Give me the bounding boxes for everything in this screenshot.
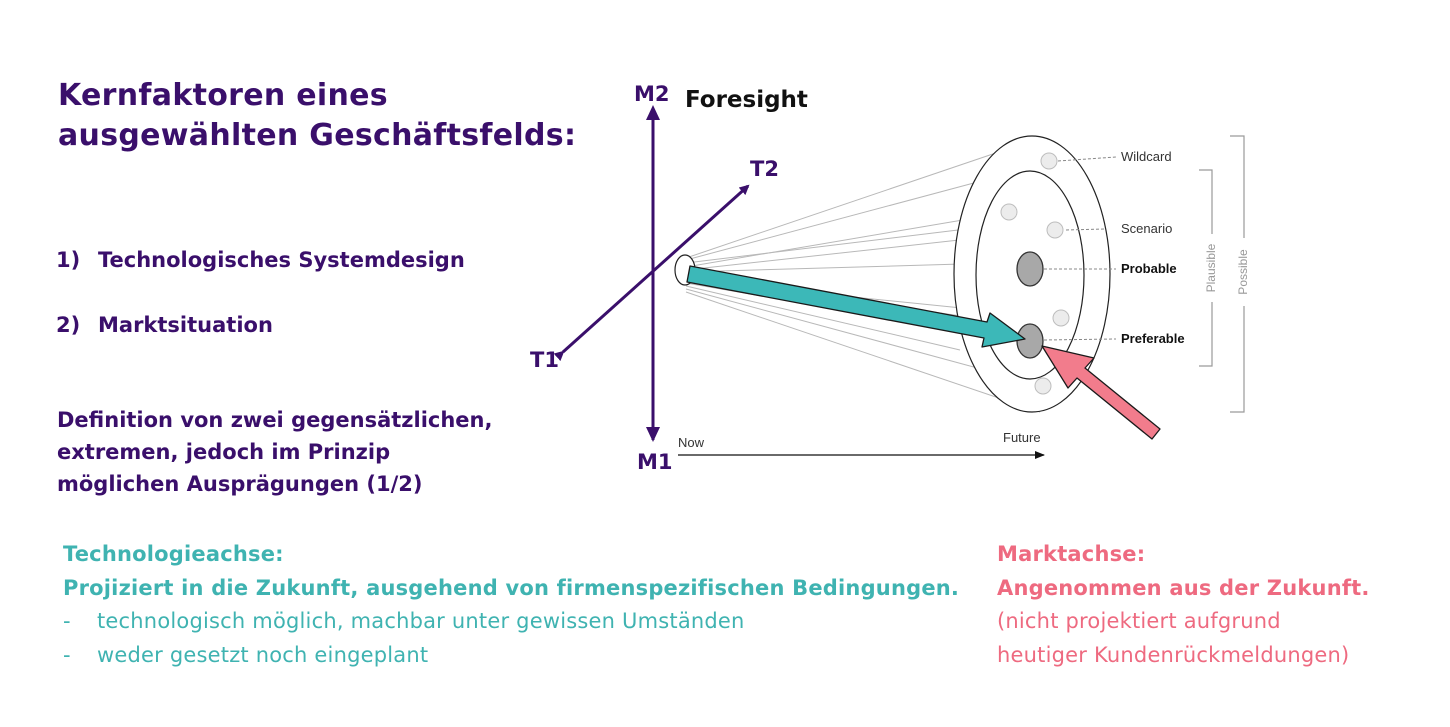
preferable-label: Preferable xyxy=(1121,331,1185,346)
technology-heading: Technologieachse: xyxy=(63,542,284,566)
list-item-label: Marktsituation xyxy=(98,313,273,337)
definition-line-2: extremen, jedoch im Prinzip xyxy=(57,440,391,464)
page-title: Kernfaktoren eines ausgewählten Geschäft… xyxy=(58,76,576,156)
foresight-title: Foresight xyxy=(685,87,808,113)
definition-line-3: möglichen Ausprägungen (1/2) xyxy=(57,472,423,496)
list-item-technology: 1) Technologisches Systemdesign xyxy=(56,248,465,272)
t-axis xyxy=(553,184,750,362)
m1-label: M1 xyxy=(637,450,673,474)
technology-bullet-1: -technologisch möglich, machbar unter ge… xyxy=(63,605,959,639)
market-heading: Marktachse: xyxy=(997,542,1146,566)
list-item-label: Technologisches Systemdesign xyxy=(98,248,465,272)
title-line-1: Kernfaktoren eines xyxy=(58,78,388,113)
scenario-circles xyxy=(1000,152,1070,395)
market-subheading: Angenommen aus der Zukunft. xyxy=(997,575,1370,600)
list-item-number: 1) xyxy=(56,248,81,272)
bullet-marker: - xyxy=(63,609,71,633)
probable-circle xyxy=(1016,251,1044,287)
list-item-number: 2) xyxy=(56,313,81,337)
market-line-3: (nicht projektiert aufgrund xyxy=(997,609,1281,633)
market-axis-description: Marktachse: Angenommen aus der Zukunft. … xyxy=(997,538,1370,672)
bullet-marker: - xyxy=(63,642,71,667)
technology-bullet-2: -weder gesetzt noch eingeplant xyxy=(63,639,959,673)
possible-label: Possible xyxy=(1236,249,1250,295)
definition-text: Definition von zwei gegensätzlichen, ext… xyxy=(57,404,492,500)
wildcard-circle xyxy=(1040,152,1058,170)
definition-line-1: Definition von zwei gegensätzlichen, xyxy=(57,408,493,432)
m2-arrowhead xyxy=(646,105,660,120)
future-label: Future xyxy=(1003,430,1041,445)
plausible-label: Plausible xyxy=(1204,243,1218,292)
now-label: Now xyxy=(678,435,705,450)
t2-label: T2 xyxy=(750,157,779,181)
leader-lines xyxy=(1043,156,1117,341)
scenario-circle xyxy=(1046,221,1064,239)
technology-axis-description: Technologieachse: Projiziert in die Zuku… xyxy=(63,538,959,672)
m2-label: M2 xyxy=(634,82,670,106)
list-item-market: 2) Marktsituation xyxy=(56,313,273,337)
probable-label: Probable xyxy=(1121,261,1177,276)
title-line-2: ausgewählten Geschäftsfelds: xyxy=(58,118,577,153)
market-line-4: heutiger Kundenrückmeldungen) xyxy=(997,642,1350,667)
market-arrow xyxy=(1041,345,1161,440)
preferable-circle xyxy=(1016,323,1044,359)
t1-label: T1 xyxy=(530,348,559,372)
m1-arrowhead xyxy=(646,427,660,442)
wildcard-label: Wildcard xyxy=(1121,149,1172,164)
scenario-label: Scenario xyxy=(1121,221,1172,236)
technology-subheading: Projiziert in die Zukunft, ausgehend von… xyxy=(63,575,960,600)
